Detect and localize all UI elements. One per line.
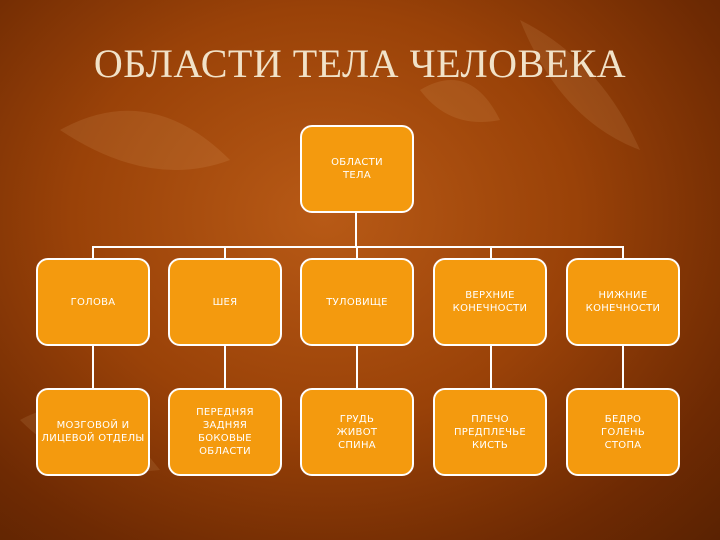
region-lower-limbs: НИЖНИЕ КОНЕЧНОСТИ [566,258,680,346]
connector-down-5 [622,346,624,390]
upper-limbs-parts: ПЛЕЧО ПРЕДПЛЕЧЬЕ КИСТЬ [433,388,547,476]
head-parts: МОЗГОВОЙ И ЛИЦЕВОЙ ОТДЕЛЫ [36,388,150,476]
connector-1 [92,246,94,260]
region-upper-limbs: ВЕРХНИЕ КОНЕЧНОСТИ [433,258,547,346]
region-neck: ШЕЯ [168,258,282,346]
connector-2 [224,246,226,260]
connector-down-3 [356,346,358,390]
connector-down-1 [92,346,94,390]
connector-4 [490,246,492,260]
connector-down-2 [224,346,226,390]
region-head: ГОЛОВА [36,258,150,346]
neck-parts: ПЕРЕДНЯЯ ЗАДНЯЯ БОКОВЫЕ ОБЛАСТИ [168,388,282,476]
connector-3 [356,246,358,260]
connector-horizontal [92,246,624,248]
region-trunk: ТУЛОВИЩЕ [300,258,414,346]
connector-root [355,212,357,247]
lower-limbs-parts: БЕДРО ГОЛЕНЬ СТОПА [566,388,680,476]
page-title: ОБЛАСТИ ТЕЛА ЧЕЛОВЕКА [93,41,627,86]
root-node: ОБЛАСТИ ТЕЛА [300,125,414,213]
trunk-parts: ГРУДЬ ЖИВОТ СПИНА [300,388,414,476]
connector-down-4 [490,346,492,390]
connector-5 [622,246,624,260]
